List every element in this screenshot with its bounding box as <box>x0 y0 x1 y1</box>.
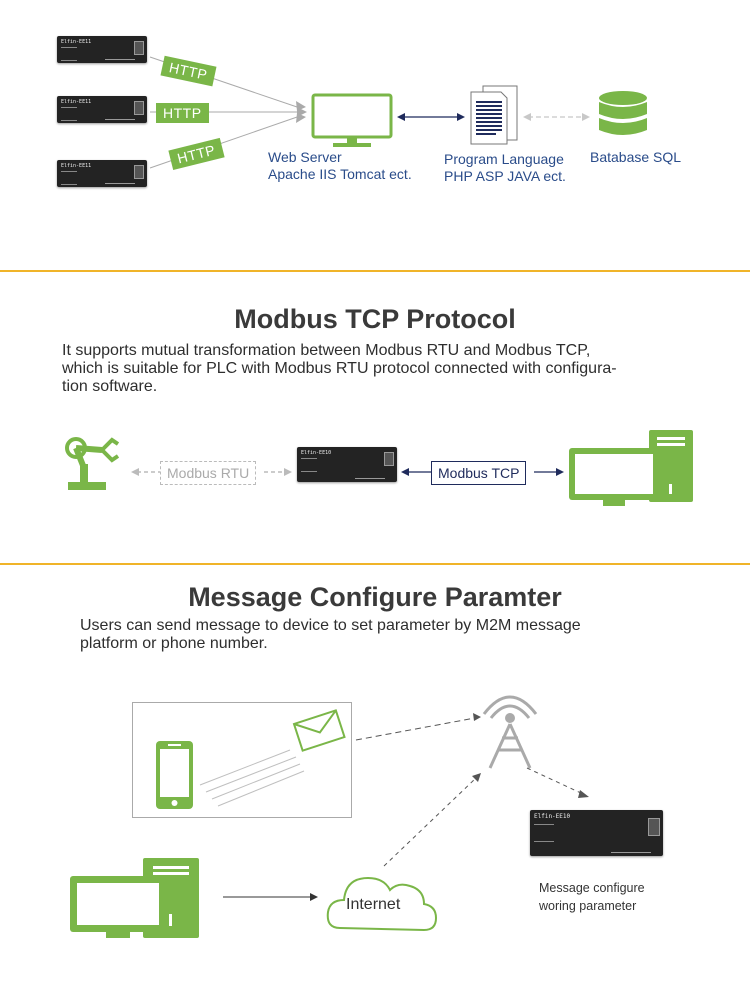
modbus-desc-line-3: tion software. <box>62 378 158 395</box>
robot-arm-icon <box>65 437 120 490</box>
modbus-title: Modbus TCP Protocol <box>234 304 516 334</box>
modbus-desc-line-2: which is suitable for PLC with Modbus RT… <box>62 360 617 377</box>
computer-to-internet-arrow <box>310 893 318 901</box>
database-icon <box>599 91 647 135</box>
program-language-sublabel: PHP ASP JAVA ect. <box>444 168 566 184</box>
desktop-computer-icon <box>569 430 693 506</box>
http-tag-2: HTTP <box>156 103 209 123</box>
envelope-icon <box>292 709 346 752</box>
modbus-tcp-label: Modbus TCP <box>431 461 527 485</box>
modbus-description: It supports mutual transformation betwee… <box>62 342 689 396</box>
tcp-arrow-right <box>556 468 564 476</box>
phone-icon <box>156 741 193 809</box>
section3-drawing <box>70 695 589 938</box>
arrowhead-db-right <box>582 113 590 121</box>
arrowhead-left <box>397 113 405 121</box>
web-server-label: Web Server <box>268 149 342 165</box>
monitor-icon <box>311 93 393 147</box>
device-message: Elfin-EE10 <box>530 810 663 856</box>
rtu-arrow-left <box>131 468 139 476</box>
web-server-sublabel: Apache IIS Tomcat ect. <box>268 166 412 182</box>
device-1: Elfin-EE11 <box>57 36 147 63</box>
database-label: Batabase SQL <box>590 149 682 165</box>
section2-connectors <box>131 468 564 476</box>
arrowhead-db-left <box>523 113 531 121</box>
device-2: Elfin-EE11 <box>57 96 147 123</box>
device-modbus: Elfin-EE10 <box>297 447 397 482</box>
sms-to-tower-arrow <box>473 713 481 721</box>
internet-to-tower-arrow <box>472 773 481 782</box>
divider-1 <box>0 270 750 272</box>
caption-line-2: woring parameter <box>539 899 637 913</box>
program-language-label: Program Language <box>444 151 564 167</box>
modbus-rtu-label: Modbus RTU <box>160 461 257 485</box>
arrowhead-3 <box>296 113 306 123</box>
message-desc-line-1: Users can send message to device to set … <box>80 617 581 634</box>
device-3: Elfin-EE11 <box>57 160 147 187</box>
message-title: Message Configure Paramter <box>188 582 562 612</box>
motion-lines <box>199 749 305 807</box>
caption-line-1: Message configure <box>539 881 645 895</box>
sms-to-tower-line <box>355 717 476 741</box>
message-desc-line-2: platform or phone number. <box>80 635 268 652</box>
tcp-arrow-left <box>401 468 409 476</box>
tower-icon <box>482 695 538 769</box>
arrowhead-right <box>457 113 465 121</box>
rtu-arrow-right <box>284 468 292 476</box>
divider-2 <box>0 563 750 565</box>
tower-to-device-arrow <box>578 790 589 798</box>
message-description: Users can send message to device to set … <box>80 617 670 653</box>
internet-to-tower-line <box>383 777 477 867</box>
tower-to-device-line <box>526 767 584 795</box>
internet-label: Internet <box>346 896 401 913</box>
modbus-desc-line-1: It supports mutual transformation betwee… <box>62 342 591 359</box>
desktop-computer-icon-2 <box>70 858 199 938</box>
cloud-icon <box>326 876 438 932</box>
documents-icon <box>470 85 518 145</box>
